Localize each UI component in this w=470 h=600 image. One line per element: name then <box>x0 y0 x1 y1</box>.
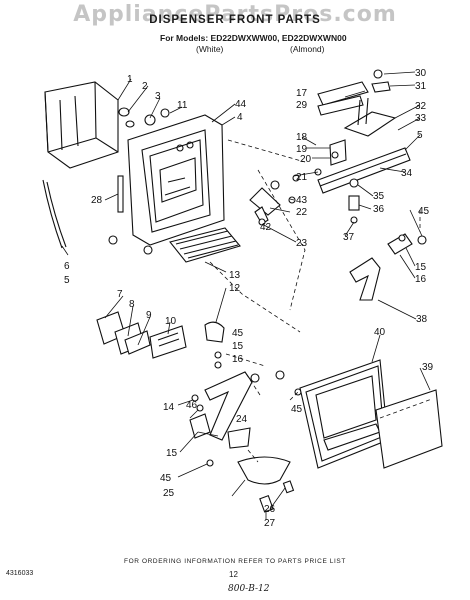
callout-7: 7 <box>117 289 123 300</box>
part-34-rib <box>319 153 407 187</box>
watermark: AppliancePartsPros.com <box>73 2 397 27</box>
callout-39: 39 <box>422 362 434 373</box>
callout-13: 13 <box>229 270 241 281</box>
callout-27: 27 <box>264 518 276 529</box>
callout-28: 28 <box>91 195 103 206</box>
callout-45-b: 45 <box>160 473 172 484</box>
callout-4: 4 <box>237 112 243 123</box>
callout-9: 9 <box>146 310 152 321</box>
callout-5-left: 5 <box>64 275 70 286</box>
callout-25: 25 <box>163 488 175 499</box>
callout-45-a: 45 <box>232 328 244 339</box>
callout-1: 1 <box>127 74 133 85</box>
callout-labels: 1 2 3 11 44 4 5 6 5 28 13 12 7 8 9 10 45… <box>64 68 434 529</box>
callout-16-c: 16 <box>415 274 427 285</box>
part-25-cup <box>237 456 291 485</box>
callout-8: 8 <box>129 299 135 310</box>
part-39-cover-panel <box>375 389 443 469</box>
handwritten-note: 800-B-12 <box>228 584 270 594</box>
part-38-lever <box>349 257 381 301</box>
callout-29: 29 <box>296 100 308 111</box>
callout-45-d: 45 <box>291 404 303 415</box>
part-40-door-panel <box>299 359 389 469</box>
callout-12: 12 <box>229 283 241 294</box>
part-screws-5-6 <box>108 235 153 255</box>
part-liner-housing <box>42 81 119 249</box>
callout-32: 32 <box>415 101 427 112</box>
document-part-number: 4316033 <box>6 570 34 577</box>
callout-43: 43 <box>296 195 308 206</box>
callout-45-c: 45 <box>418 206 430 217</box>
callout-3: 3 <box>155 91 161 102</box>
part-26-27 <box>259 480 295 513</box>
callout-37: 37 <box>343 232 355 243</box>
callout-44: 44 <box>235 99 247 110</box>
part-12-pivot <box>204 321 225 343</box>
callout-15-a: 15 <box>232 341 244 352</box>
part-upper-right-assembly <box>270 69 397 190</box>
diagram-title: DISPENSER FRONT PARTS <box>149 14 321 26</box>
leader-lines <box>61 71 431 520</box>
part-dispenser-frame <box>127 114 225 246</box>
callout-33: 33 <box>415 113 427 124</box>
callout-10: 10 <box>165 316 177 327</box>
callout-23: 23 <box>296 238 308 249</box>
callout-21: 21 <box>296 172 308 183</box>
part-lower-lever-arm <box>189 370 285 449</box>
part-13-drip-grille <box>169 227 241 263</box>
callout-20: 20 <box>300 154 312 165</box>
callout-19: 19 <box>296 144 308 155</box>
page-number: 12 <box>229 570 238 579</box>
part-34-bracket <box>317 147 411 194</box>
callout-11: 11 <box>177 100 188 111</box>
part-screws-2-3 <box>118 107 170 128</box>
callout-26: 26 <box>264 504 276 515</box>
part-actuator-assembly <box>96 311 187 359</box>
callout-6: 6 <box>64 261 70 272</box>
callout-40: 40 <box>374 327 386 338</box>
model-list: For Models: ED22DWXWW00, ED22DWXWN00 <box>160 33 347 43</box>
callout-2: 2 <box>142 81 148 92</box>
callout-34: 34 <box>401 168 413 179</box>
part-35-37 <box>348 178 360 224</box>
ordering-footer: FOR ORDERING INFORMATION REFER TO PARTS … <box>124 558 346 565</box>
callout-5-right: 5 <box>417 130 423 141</box>
callout-36: 36 <box>373 204 385 215</box>
variant-almond: (Almond) <box>290 44 325 54</box>
part-15-16-right <box>387 233 413 255</box>
variant-white: (White) <box>196 44 224 54</box>
callout-38: 38 <box>416 314 428 325</box>
callout-22: 22 <box>296 207 308 218</box>
callout-30: 30 <box>415 68 427 79</box>
callout-14: 14 <box>163 402 175 413</box>
callout-15-c: 15 <box>415 262 427 273</box>
callout-15-b: 15 <box>166 448 178 459</box>
callout-42: 42 <box>260 222 272 233</box>
callout-31: 31 <box>415 81 427 92</box>
callout-46: 46 <box>186 400 198 411</box>
callout-18: 18 <box>296 132 308 143</box>
part-linkages <box>249 187 296 226</box>
callout-35: 35 <box>373 191 385 202</box>
callout-24: 24 <box>236 414 248 425</box>
part-28-strip <box>117 175 124 213</box>
callout-16-a: 16 <box>232 354 244 365</box>
callout-17: 17 <box>296 88 308 99</box>
